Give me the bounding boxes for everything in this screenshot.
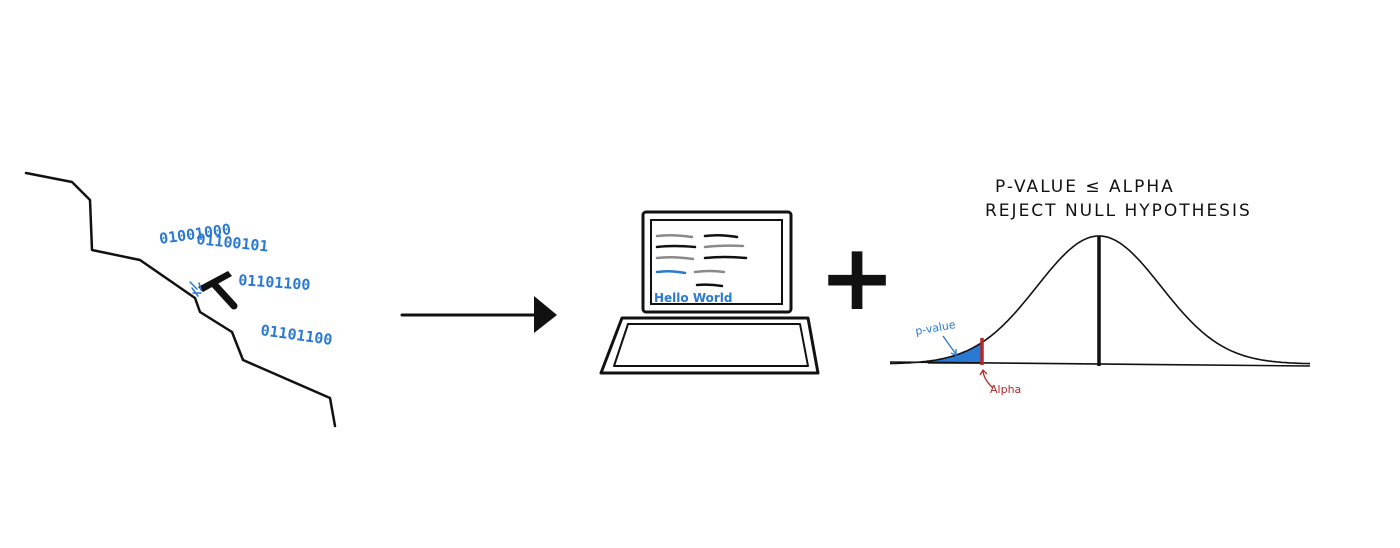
cliff-outline	[24, 171, 337, 428]
alpha-pointer-icon	[982, 370, 994, 389]
binary-line-2: 01100101	[196, 230, 270, 255]
laptop-keyboard	[613, 323, 809, 367]
laptop-base	[599, 316, 820, 375]
condition-line-1: P-VALUE ≤ ALPHA	[995, 177, 1175, 197]
alpha-label: Alpha	[990, 383, 1021, 396]
pvalue-label: p-value	[914, 318, 957, 338]
binary-line-3: 01101100	[238, 271, 311, 294]
alpha-pointer-head	[979, 368, 988, 376]
hypothesis-test-figure: P-VALUE ≤ ALPHA REJECT NULL HYPOTHESIS p…	[889, 177, 1311, 396]
data-mining-scene: 01001000 01100101 01101100 01101100	[24, 171, 337, 428]
condition-line-2: REJECT NULL HYPOTHESIS	[985, 201, 1252, 221]
pvalue-region	[928, 342, 982, 364]
laptop-screen-text: Hello World	[654, 291, 733, 305]
plus-symbol: +	[818, 224, 895, 331]
right-arrow-icon	[400, 296, 557, 333]
pickaxe-icon	[198, 271, 238, 310]
spark-icon	[189, 281, 202, 297]
pvalue-pointer-icon	[942, 335, 957, 355]
laptop-icon: Hello World	[599, 210, 820, 375]
pvalue-pointer-head	[950, 349, 957, 356]
binary-line-4: 01101100	[259, 321, 333, 349]
code-lines	[655, 233, 748, 288]
laptop-screen	[650, 219, 783, 305]
laptop-lid	[641, 210, 793, 314]
